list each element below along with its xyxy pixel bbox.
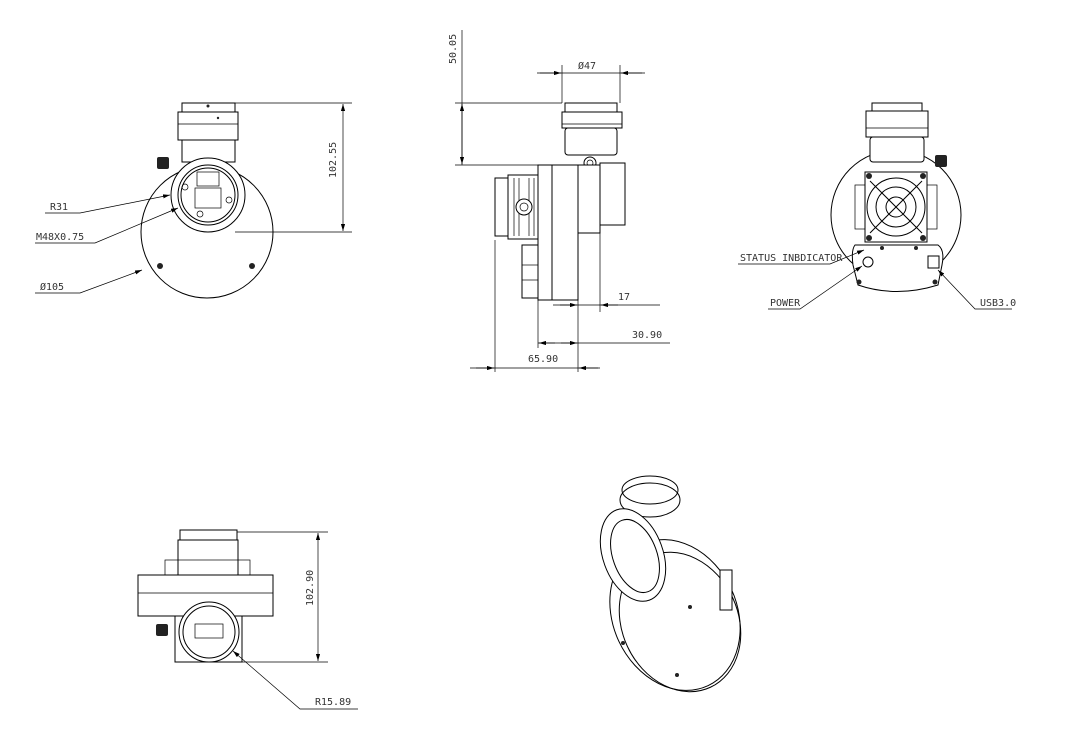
adapter-height-dim: 50.05 [448, 34, 459, 64]
usb-port-icon [927, 255, 940, 269]
lens-mount-circle [170, 157, 246, 233]
thumb-screw-icon [156, 624, 168, 636]
dim-65-90: 65.90 [528, 354, 558, 365]
dim-17: 17 [618, 292, 630, 303]
diameter-label: Ø105 [40, 281, 64, 293]
adapter-diameter-dim: Ø47 [578, 60, 596, 72]
back-view: STATUS INBDICATOR POWER USB3.0 [738, 102, 1016, 310]
bottom-radius-label: R15.89 [315, 697, 351, 708]
status-indicator-label: STATUS INBDICATOR [740, 253, 843, 264]
front-view: 102.55 R31 M48X0.75 Ø105 [35, 102, 352, 299]
power-label: POWER [770, 298, 801, 309]
dim-30-90: 30.90 [632, 330, 662, 341]
thread-label: M48X0.75 [36, 232, 84, 243]
radius-label: R31 [50, 202, 68, 213]
bottom-view: 102.90 R15.89 [137, 529, 358, 710]
side-view: Ø47 50.05 17 30.90 65.90 [448, 30, 670, 372]
thumb-screw-icon [157, 157, 169, 169]
isometric-view [599, 475, 742, 693]
bottom-height-dim: 102.90 [305, 570, 316, 606]
thumb-screw-icon [935, 155, 947, 167]
front-height-dim: 102.55 [328, 142, 339, 178]
power-button-icon [862, 256, 874, 268]
usb-label: USB3.0 [980, 298, 1016, 309]
